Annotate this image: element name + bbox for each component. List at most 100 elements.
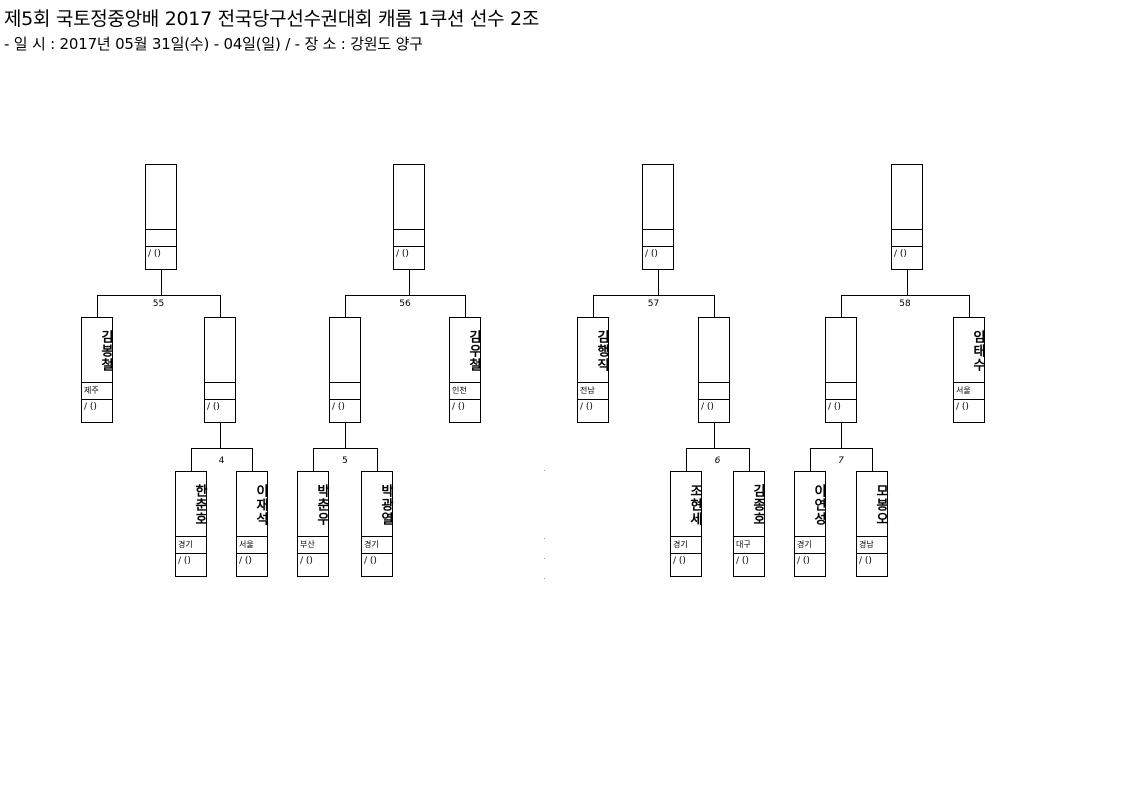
- bracket-line: [377, 448, 378, 471]
- bracket-line: [97, 295, 98, 317]
- bracket-line: [593, 295, 594, 317]
- bracket-line: [841, 295, 970, 296]
- bracket-line: [593, 295, 715, 296]
- player-score: / (): [734, 553, 764, 577]
- player-name: 한춘호: [192, 484, 207, 526]
- player-name: 이재석: [253, 484, 268, 526]
- bracket-line: [220, 295, 221, 317]
- player-score: / (): [892, 246, 922, 270]
- match-number: 6: [714, 456, 721, 466]
- bracket-line: [191, 448, 192, 471]
- player-region: 서울: [237, 536, 267, 553]
- player-name: 이연성: [811, 484, 826, 526]
- player-slot: / (): [329, 317, 361, 423]
- player-score: / (): [298, 553, 328, 577]
- bracket-line: [465, 295, 466, 317]
- player-score: / (): [362, 553, 392, 577]
- winner-slot: / (): [891, 164, 923, 270]
- player-region: 서울: [954, 382, 984, 399]
- player-region: 경기: [795, 536, 825, 553]
- player-score: / (): [671, 553, 701, 577]
- player-name: [205, 318, 235, 382]
- bracket-line: [714, 423, 715, 448]
- player-name: [643, 165, 673, 229]
- bracket-line: [841, 423, 842, 448]
- player-name: [699, 318, 729, 382]
- player-name: 모봉오: [873, 484, 888, 526]
- match-number: 5: [342, 456, 348, 466]
- player-region: [330, 382, 360, 399]
- player-slot: / (): [204, 317, 236, 423]
- bracket-line: [841, 295, 842, 317]
- player-name: [826, 318, 856, 382]
- bracket-line: [220, 423, 221, 448]
- player-name: [892, 165, 922, 229]
- player-region: [643, 229, 673, 246]
- bracket-line: [686, 448, 750, 449]
- bracket-line: [345, 295, 346, 317]
- player-score: / (): [643, 246, 673, 270]
- player-region: [146, 229, 176, 246]
- player-name: 조현세: [687, 484, 702, 526]
- bracket-line: [161, 270, 162, 295]
- match-number: 57: [647, 299, 660, 309]
- winner-slot: / (): [145, 164, 177, 270]
- bracket-line: [409, 270, 410, 295]
- bracket-line: [313, 448, 378, 449]
- player-region: 전남: [578, 382, 608, 399]
- player-slot: / (): [698, 317, 730, 423]
- player-name: [394, 165, 424, 229]
- divider-dot: [544, 578, 545, 579]
- player-region: 인천: [450, 382, 480, 399]
- player-score: / (): [578, 399, 608, 423]
- winner-slot: / (): [642, 164, 674, 270]
- bracket-line: [191, 448, 253, 449]
- player-score: / (): [857, 553, 887, 577]
- player-region: [699, 382, 729, 399]
- player-score: / (): [82, 399, 112, 423]
- player-name: 박춘우: [314, 484, 329, 526]
- divider-dot: [544, 558, 545, 559]
- player-region: [205, 382, 235, 399]
- player-name: 김행직: [594, 330, 609, 372]
- player-score: / (): [237, 553, 267, 577]
- bracket-line: [714, 295, 715, 317]
- player-score: / (): [954, 399, 984, 423]
- player-score: / (): [450, 399, 480, 423]
- player-region: 제주: [82, 382, 112, 399]
- bracket-line: [810, 448, 811, 471]
- player-score: / (): [146, 246, 176, 270]
- match-number: 55: [152, 299, 165, 309]
- player-name: [330, 318, 360, 382]
- winner-slot: / (): [393, 164, 425, 270]
- player-region: [826, 382, 856, 399]
- bracket-line: [872, 448, 873, 471]
- player-name: 박광열: [378, 484, 393, 526]
- bracket-line: [252, 448, 253, 471]
- player-region: [892, 229, 922, 246]
- page-title: 제5회 국토정중앙배 2017 전국당구선수권대회 캐롬 1쿠션 선수 2조: [4, 8, 540, 30]
- bracket-line: [345, 295, 466, 296]
- bracket-line: [749, 448, 750, 471]
- player-score: / (): [795, 553, 825, 577]
- player-name: 김봉철: [98, 330, 113, 372]
- bracket-line: [345, 423, 346, 448]
- bracket-line: [97, 295, 221, 296]
- player-score: / (): [394, 246, 424, 270]
- player-region: [394, 229, 424, 246]
- player-score: / (): [205, 399, 235, 423]
- player-score: / (): [330, 399, 360, 423]
- bracket-line: [658, 270, 659, 295]
- bracket-line: [313, 448, 314, 471]
- match-number: 58: [899, 299, 911, 309]
- player-name: 김우철: [466, 330, 481, 372]
